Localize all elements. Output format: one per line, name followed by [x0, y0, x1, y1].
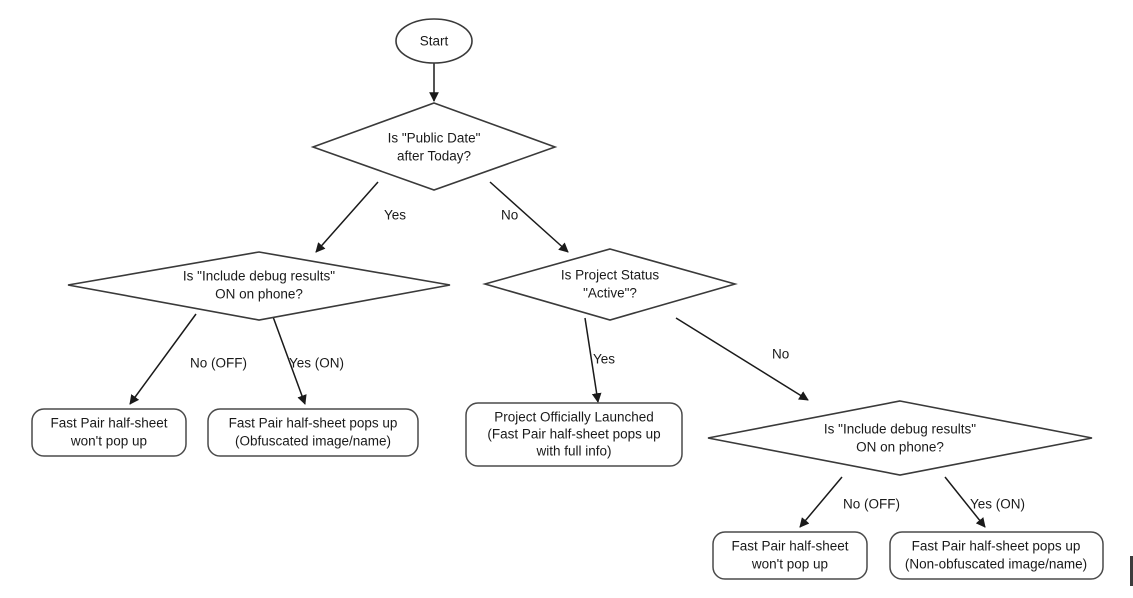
decision-project-status-line-1: Is Project Status — [561, 268, 660, 283]
terminal-launched-line-2: (Fast Pair half-sheet pops up — [487, 427, 660, 442]
edge-project-status-no — [675, 317, 809, 401]
terminal-left-off-line-1: Fast Pair half-sheet — [50, 416, 167, 431]
edge-right-debug-yes-on — [944, 476, 986, 528]
edge-left-debug-no-off — [129, 313, 197, 405]
edge-left-debug-yes-on — [271, 313, 307, 405]
node-terminal-left-off[interactable]: Fast Pair half-sheet won't pop up — [31, 408, 187, 457]
page-edge-artifact — [1130, 556, 1133, 586]
edge-label-group: Yes No No (OFF) Yes (ON) Yes No No (OFF)… — [190, 208, 1025, 512]
edge-label-project-status-no: No — [772, 347, 789, 362]
terminal-left-off-line-2: won't pop up — [70, 434, 147, 449]
node-decision-project-status[interactable]: Is Project Status "Active"? — [482, 248, 738, 321]
node-terminal-right-on[interactable]: Fast Pair half-sheet pops up (Non-obfusc… — [889, 531, 1104, 580]
decision-debug-right-line-2: ON on phone? — [856, 440, 944, 455]
start-label: Start — [420, 34, 449, 49]
node-decision-debug-left[interactable]: Is "Include debug results" ON on phone? — [67, 251, 451, 321]
terminal-right-on-line-2: (Non-obfuscated image/name) — [905, 557, 1087, 572]
terminal-left-on-box — [207, 408, 419, 457]
terminal-left-on-line-1: Fast Pair half-sheet pops up — [229, 416, 398, 431]
node-terminal-right-off[interactable]: Fast Pair half-sheet won't pop up — [712, 531, 868, 580]
decision-debug-left-line-1: Is "Include debug results" — [183, 269, 335, 284]
decision-debug-right-line-1: Is "Include debug results" — [824, 422, 976, 437]
edge-public-date-no — [489, 181, 569, 253]
node-start[interactable]: Start — [395, 18, 473, 64]
start-ellipse — [395, 18, 473, 64]
terminal-left-off-box — [31, 408, 187, 457]
decision-debug-right-diamond — [707, 400, 1093, 476]
terminal-right-on-line-1: Fast Pair half-sheet pops up — [912, 539, 1081, 554]
node-decision-debug-right[interactable]: Is "Include debug results" ON on phone? — [707, 400, 1093, 476]
decision-project-status-line-2: "Active"? — [583, 286, 637, 301]
terminal-right-off-line-2: won't pop up — [751, 557, 828, 572]
decision-debug-left-line-2: ON on phone? — [215, 287, 303, 302]
edge-label-left-debug-yes-on: Yes (ON) — [289, 356, 344, 371]
edge-label-public-date-no: No — [501, 208, 518, 223]
edge-right-debug-no-off — [799, 476, 843, 528]
edge-label-right-debug-no-off: No (OFF) — [843, 497, 900, 512]
decision-public-date-line-1: Is "Public Date" — [388, 131, 481, 146]
node-terminal-launched[interactable]: Project Officially Launched (Fast Pair h… — [465, 402, 683, 467]
terminal-right-on-box — [889, 531, 1104, 580]
terminal-launched-box — [465, 402, 683, 467]
edge-label-right-debug-yes-on: Yes (ON) — [970, 497, 1025, 512]
node-decision-public-date[interactable]: Is "Public Date" after Today? — [310, 102, 558, 191]
decision-project-status-diamond — [482, 248, 738, 321]
edge-label-project-status-yes: Yes — [593, 352, 615, 367]
edge-public-date-yes — [315, 181, 379, 253]
decision-public-date-diamond — [310, 102, 558, 191]
terminal-right-off-line-1: Fast Pair half-sheet — [731, 539, 848, 554]
decision-public-date-line-2: after Today? — [397, 149, 471, 164]
terminal-left-on-line-2: (Obfuscated image/name) — [235, 434, 391, 449]
edge-group — [129, 60, 986, 528]
terminal-launched-line-1: Project Officially Launched — [494, 410, 654, 425]
edge-label-left-debug-no-off: No (OFF) — [190, 356, 247, 371]
edge-project-status-yes — [584, 317, 602, 403]
terminal-launched-line-3: with full info) — [535, 444, 611, 459]
terminal-right-off-box — [712, 531, 868, 580]
node-terminal-left-on[interactable]: Fast Pair half-sheet pops up (Obfuscated… — [207, 408, 419, 457]
edge-label-public-date-yes: Yes — [384, 208, 406, 223]
decision-debug-left-diamond — [67, 251, 451, 321]
